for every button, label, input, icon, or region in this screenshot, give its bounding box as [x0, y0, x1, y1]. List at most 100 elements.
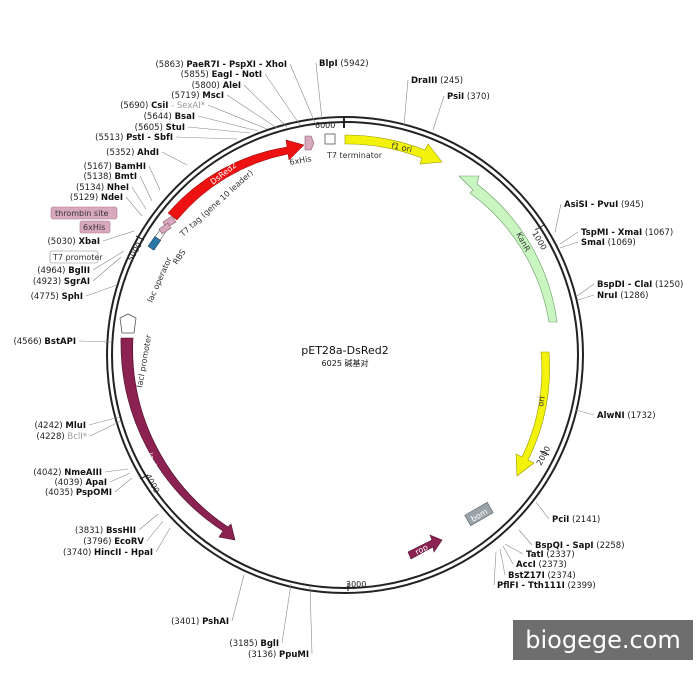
site-leader	[155, 527, 171, 553]
site-label: (3831) BssHII	[75, 526, 136, 536]
site-label: PsiI (370)	[447, 92, 490, 102]
site-leader	[148, 165, 161, 191]
plasmid-size: 6025 碱基对	[322, 358, 369, 368]
site-leader	[264, 73, 301, 126]
feature-laci-promoter	[119, 313, 137, 334]
site-label: (5167) BamHI	[84, 162, 146, 172]
site-label: (4039) ApaI	[54, 478, 107, 488]
label-6xhis: 6xHis	[83, 223, 105, 232]
site-leader	[577, 294, 595, 301]
site-leader	[104, 468, 129, 473]
feature-f1-ori	[344, 134, 443, 165]
site-leader	[559, 241, 579, 249]
site-label: AlwNI (1732)	[597, 411, 656, 421]
site-leader	[289, 63, 317, 126]
site-label: DraIII (245)	[411, 76, 463, 86]
tick-label-5000: 5000	[126, 241, 144, 263]
site-label: (5690) CsiI - SexAI*	[120, 101, 205, 111]
site-label: (3401) PshAI	[171, 617, 229, 627]
site-leader	[403, 79, 409, 126]
site-leader	[109, 472, 131, 483]
site-label: (3740) HincII - HpaI	[63, 548, 153, 558]
site-label: (5800) AleI	[192, 81, 241, 91]
site-label: (5719) MscI	[171, 91, 224, 101]
label-box-6xhis	[79, 220, 111, 234]
feature-label-laci: lacI	[145, 452, 158, 468]
site-label: PflFI - Tth111I (2399)	[497, 581, 596, 591]
site-leader	[518, 529, 533, 546]
site-label: (4242) MluI	[34, 421, 86, 431]
feature-laci	[120, 337, 236, 541]
site-label: (4042) NmeAIII	[33, 468, 102, 478]
site-label: BstZ17I (2374)	[508, 571, 576, 581]
feature-label-t7-terminator: T7 terminator	[326, 151, 383, 160]
tick-label-2000: 2000	[535, 445, 553, 467]
site-leader	[92, 250, 125, 271]
tick-2000	[539, 450, 550, 456]
site-leader	[125, 196, 143, 217]
site-label: (5863) PaeR7I - PspXI - XhoI	[155, 60, 287, 70]
site-leader	[161, 151, 188, 166]
label-box-thrombin-site	[50, 206, 118, 220]
site-leader	[187, 126, 251, 134]
feature-ori	[515, 351, 550, 477]
site-leader	[231, 574, 245, 622]
site-leader	[139, 175, 153, 202]
site-label: (3185) BglI	[229, 639, 279, 649]
feature-label-ori: ori	[536, 396, 547, 408]
feature-label-6xhis-top: 6xHis	[289, 154, 312, 167]
site-label: (5644) BsaI	[144, 112, 195, 122]
label-t7-promoter: T7 promoter	[52, 253, 103, 262]
site-label: (5352) AhdI	[106, 148, 159, 158]
site-label: AsiSI - PvuI (945)	[564, 200, 644, 210]
site-label: SmaI (1069)	[581, 238, 636, 248]
feature-6xhis-marker	[158, 222, 172, 235]
site-label: (5605) StuI	[135, 123, 185, 133]
site-label: (5513) PstI - SbfI	[95, 133, 173, 143]
feature-t7-terminator-box	[324, 133, 336, 145]
feature-6xhis-top	[304, 135, 315, 151]
site-label: (4566) BstAPI	[13, 337, 76, 347]
label-box-t7-promoter	[49, 250, 99, 264]
site-leader	[559, 231, 579, 245]
site-label: (3796) EcoRV	[83, 537, 144, 547]
watermark: biogege.com	[513, 620, 693, 660]
site-leader	[309, 585, 313, 655]
tick-1000	[534, 224, 545, 231]
feature-label-f1-ori: f1 ori	[391, 141, 413, 154]
site-layer: (5863) PaeR7I - PspXI - XhoI(5855) EagI …	[13, 59, 683, 660]
site-label: (5030) XbaI	[47, 237, 100, 247]
site-leader	[504, 543, 524, 555]
site-label: NruI (1286)	[597, 291, 649, 301]
site-label: BspDI - ClaI (1250)	[597, 280, 683, 290]
site-leader	[575, 409, 595, 416]
site-leader	[499, 548, 506, 576]
site-leader	[131, 186, 147, 210]
site-label: (4035) PspOMI	[45, 488, 112, 498]
site-label: PciI (2141)	[552, 515, 600, 525]
site-leader	[92, 256, 122, 282]
feature-label-laci-promoter: lacI promoter	[135, 333, 153, 388]
site-label: (5134) NheI	[76, 183, 129, 193]
feature-label-rbs: RBS	[171, 248, 187, 266]
site-leader	[197, 115, 259, 132]
site-leader	[138, 513, 159, 531]
site-label: (3136) PpuMI	[248, 650, 309, 660]
site-label: (4228) BclI*	[36, 432, 87, 442]
site-leader	[535, 501, 550, 520]
site-leader	[146, 520, 164, 542]
site-label: BspQI - SapI (2258)	[535, 541, 625, 551]
site-label: (5129) NdeI	[70, 193, 123, 203]
site-leader	[554, 203, 562, 233]
site-label: AccI (2373)	[516, 560, 567, 570]
site-leader	[207, 104, 268, 130]
site-leader	[226, 94, 278, 129]
site-leader	[114, 477, 133, 493]
site-leader	[175, 136, 238, 140]
feature-kanr	[458, 175, 558, 323]
site-leader	[88, 416, 120, 426]
plasmid-name: pET28a-DsRed2	[301, 344, 388, 357]
feature-dsred2	[167, 139, 305, 221]
site-leader	[576, 283, 595, 297]
